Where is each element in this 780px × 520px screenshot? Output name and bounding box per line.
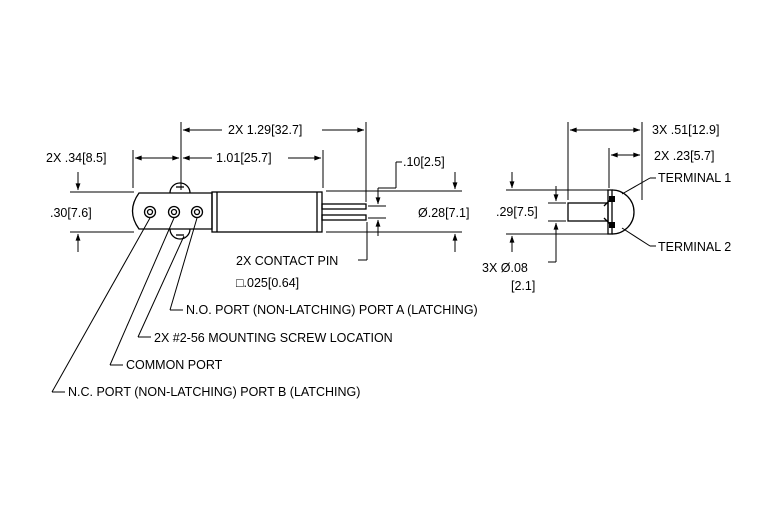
dim-overall-length: 2X 1.29[32.7]: [180, 122, 367, 202]
contact-pin-callout: 2X CONTACT PIN □.025[0.64]: [236, 222, 368, 290]
dim-body-height: .30[7.6]: [50, 172, 134, 252]
svg-text:N.O. PORT (NON-LATCHING) PORT: N.O. PORT (NON-LATCHING) PORT A (LATCHIN…: [186, 303, 478, 317]
svg-text:N.C. PORT (NON-LATCHING) PORT: N.C. PORT (NON-LATCHING) PORT B (LATCHIN…: [68, 385, 360, 399]
common-port: [167, 205, 181, 219]
svg-text:COMMON PORT: COMMON PORT: [126, 358, 223, 372]
svg-text:3X .51[12.9]: 3X .51[12.9]: [652, 123, 719, 137]
svg-text:.30[7.6]: .30[7.6]: [50, 206, 92, 220]
terminals: [603, 196, 615, 228]
end-flange: [607, 189, 613, 235]
svg-text:2X #2-56 MOUNTING SCREW LOCATI: 2X #2-56 MOUNTING SCREW LOCATION: [154, 331, 393, 345]
svg-text:.10[2.5]: .10[2.5]: [403, 155, 445, 169]
svg-text:2X .34[8.5]: 2X .34[8.5]: [46, 151, 106, 165]
dim-end-offset: 2X .23[5.7]: [608, 148, 714, 188]
end-stub: [567, 202, 609, 222]
svg-text:□.025[0.64]: □.025[0.64]: [236, 276, 299, 290]
svg-text:3X Ø.08: 3X Ø.08: [482, 261, 528, 275]
svg-text:2X .23[5.7]: 2X .23[5.7]: [654, 149, 714, 163]
mounting-screw-top: [169, 182, 191, 194]
dim-body-diameter: Ø.28[7.1]: [326, 172, 469, 252]
port-leaders: N.O. PORT (NON-LATCHING) PORT A (LATCHIN…: [51, 217, 478, 399]
dim-body-length: 2X .34[8.5] 1.01[25.7]: [46, 150, 324, 188]
svg-text:[2.1]: [2.1]: [511, 279, 535, 293]
end-cap: [611, 189, 635, 235]
no-port: [190, 205, 204, 219]
svg-text:2X CONTACT PIN: 2X CONTACT PIN: [236, 254, 338, 268]
mounting-screw-bottom: [169, 228, 191, 240]
end-view: [567, 189, 635, 235]
manifold-block: [131, 192, 213, 230]
dim-end-depth: 3X .51[12.9]: [567, 122, 719, 200]
svg-text:TERMINAL 1: TERMINAL 1: [658, 171, 731, 185]
side-view: [131, 182, 367, 240]
dim-terminal-diameter: 3X Ø.08 [2.1]: [482, 186, 566, 293]
svg-text:Ø.28[7.1]: Ø.28[7.1]: [418, 206, 469, 220]
valve-body: [211, 191, 323, 233]
nc-port: [143, 205, 157, 219]
svg-text:TERMINAL 2: TERMINAL 2: [658, 240, 731, 254]
dim-pin-spacing: .10[2.5]: [368, 155, 445, 236]
dim-end-height: .29[7.5]: [496, 172, 608, 252]
svg-text:1.01[25.7]: 1.01[25.7]: [216, 151, 272, 165]
svg-text:2X 1.29[32.7]: 2X 1.29[32.7]: [228, 123, 302, 137]
svg-text:.29[7.5]: .29[7.5]: [496, 205, 538, 219]
terminal-callouts: TERMINAL 1 TERMINAL 2: [621, 171, 731, 254]
contact-pins: [321, 203, 367, 221]
